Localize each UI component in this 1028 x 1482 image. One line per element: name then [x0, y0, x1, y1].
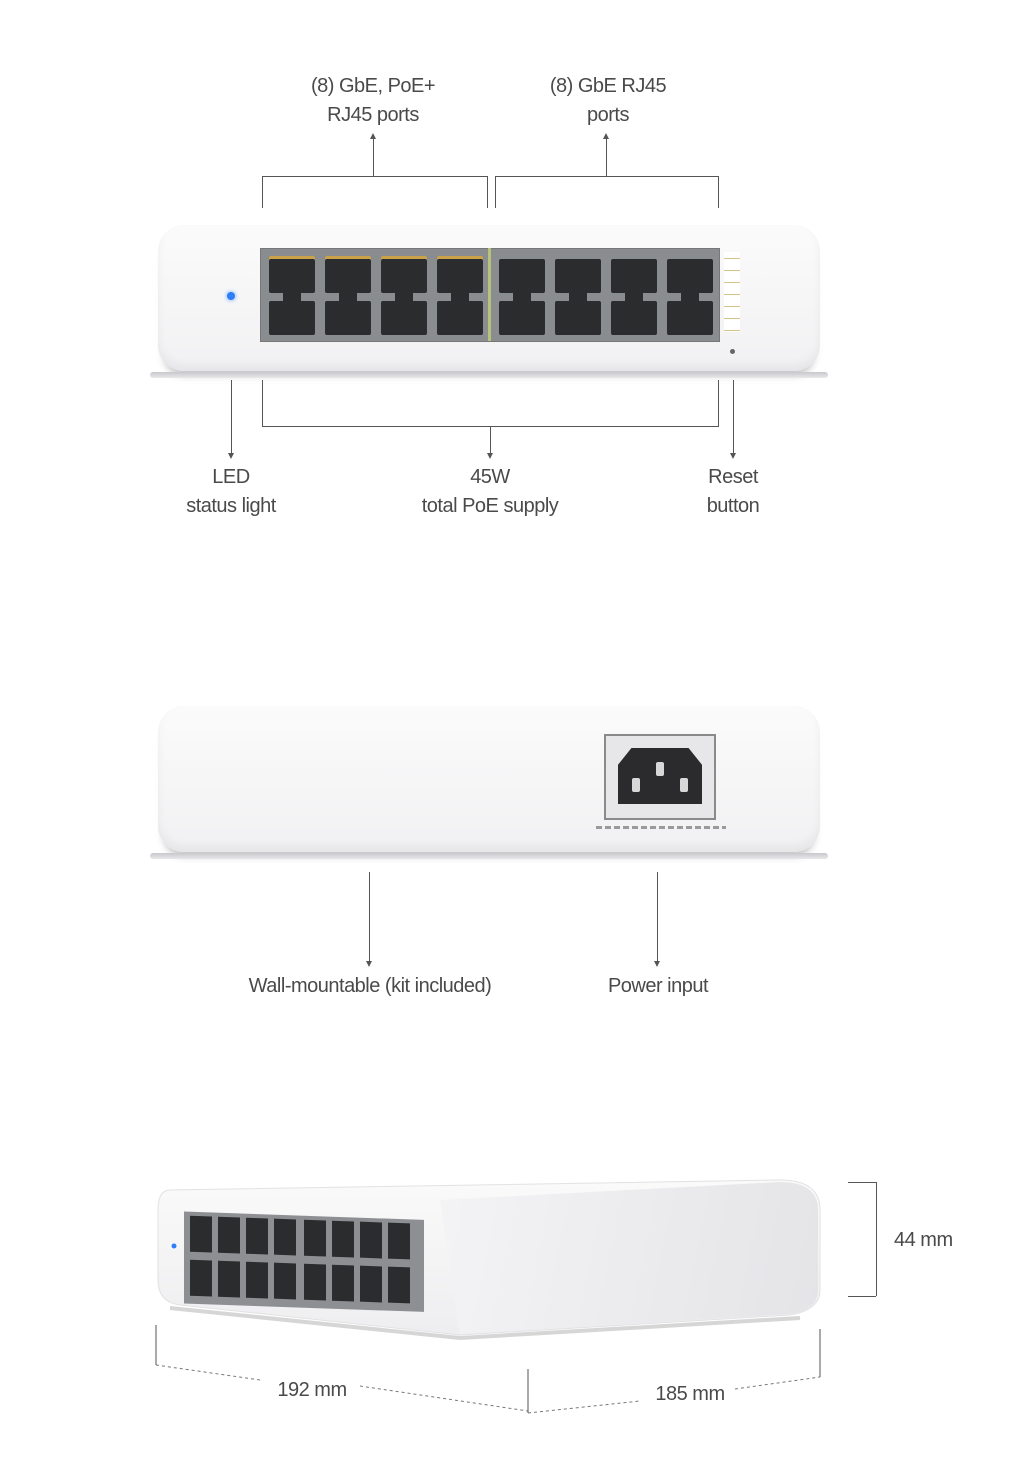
switch-3d-view: [157, 1179, 821, 1341]
rj45-port-16: [667, 296, 713, 335]
dimension-height: 44 mm: [894, 1229, 953, 1251]
power-rating-text: [596, 826, 726, 829]
poe-divider: [488, 248, 491, 341]
switch-rear-panel: [158, 706, 820, 852]
arrow-poe-ports: [370, 133, 376, 176]
dimension-width: 192 mm: [277, 1379, 347, 1401]
poe-port-3: [325, 259, 371, 298]
rj45-port-15: [667, 259, 713, 298]
reset-button-hole: [730, 349, 735, 354]
label-wall-mountable: Wall-mountable (kit included): [248, 975, 492, 997]
arrow-led: [228, 380, 234, 459]
rj45-port-9: [499, 259, 545, 298]
label-power-input: Power input: [607, 975, 709, 997]
height-bracket-bottom: [848, 1296, 876, 1297]
device-shadow: [169, 1306, 801, 1341]
arrow-wall-mount: [366, 872, 372, 967]
device-side-face: [440, 1182, 818, 1334]
poe-port-8: [437, 296, 483, 335]
poe-port-2: [269, 296, 315, 335]
rj45-port-14: [611, 296, 657, 335]
poe-port-6: [381, 296, 427, 335]
poe-port-5: [381, 259, 427, 298]
poe-port-7: [437, 259, 483, 298]
rj45-port-10: [499, 296, 545, 335]
label-led-status: LED status light: [186, 466, 276, 517]
bracket-rj45-ports: [495, 176, 718, 177]
port-led-legend: [724, 252, 740, 332]
arrow-rj45-ports: [603, 133, 609, 176]
rj45-port-13: [611, 259, 657, 298]
label-rj45-ports: (8) GbE RJ45 ports: [549, 75, 667, 126]
arrow-reset: [730, 380, 736, 459]
poe-port-4: [325, 296, 371, 335]
arrow-poe-supply: [487, 426, 493, 459]
led-status-light: [227, 292, 235, 300]
bracket-poe-ports: [262, 176, 488, 177]
rj45-port-11: [555, 259, 601, 298]
c14-connector: [618, 748, 702, 804]
rj45-port-12: [555, 296, 601, 335]
label-poe-supply: 45W total PoE supply: [421, 466, 559, 517]
height-bracket: [876, 1182, 877, 1296]
power-input-socket: [604, 734, 716, 820]
height-bracket-top: [848, 1182, 876, 1183]
label-poe-ports: (8) GbE, PoE+ RJ45 ports: [310, 75, 436, 126]
label-reset-button: Reset button: [706, 466, 760, 517]
poe-port-1: [269, 259, 315, 298]
dimension-depth: 185 mm: [655, 1383, 725, 1405]
arrow-power-input: [654, 872, 660, 967]
width-depth-guides: [155, 1325, 821, 1414]
device-3d-led: [171, 1243, 177, 1249]
